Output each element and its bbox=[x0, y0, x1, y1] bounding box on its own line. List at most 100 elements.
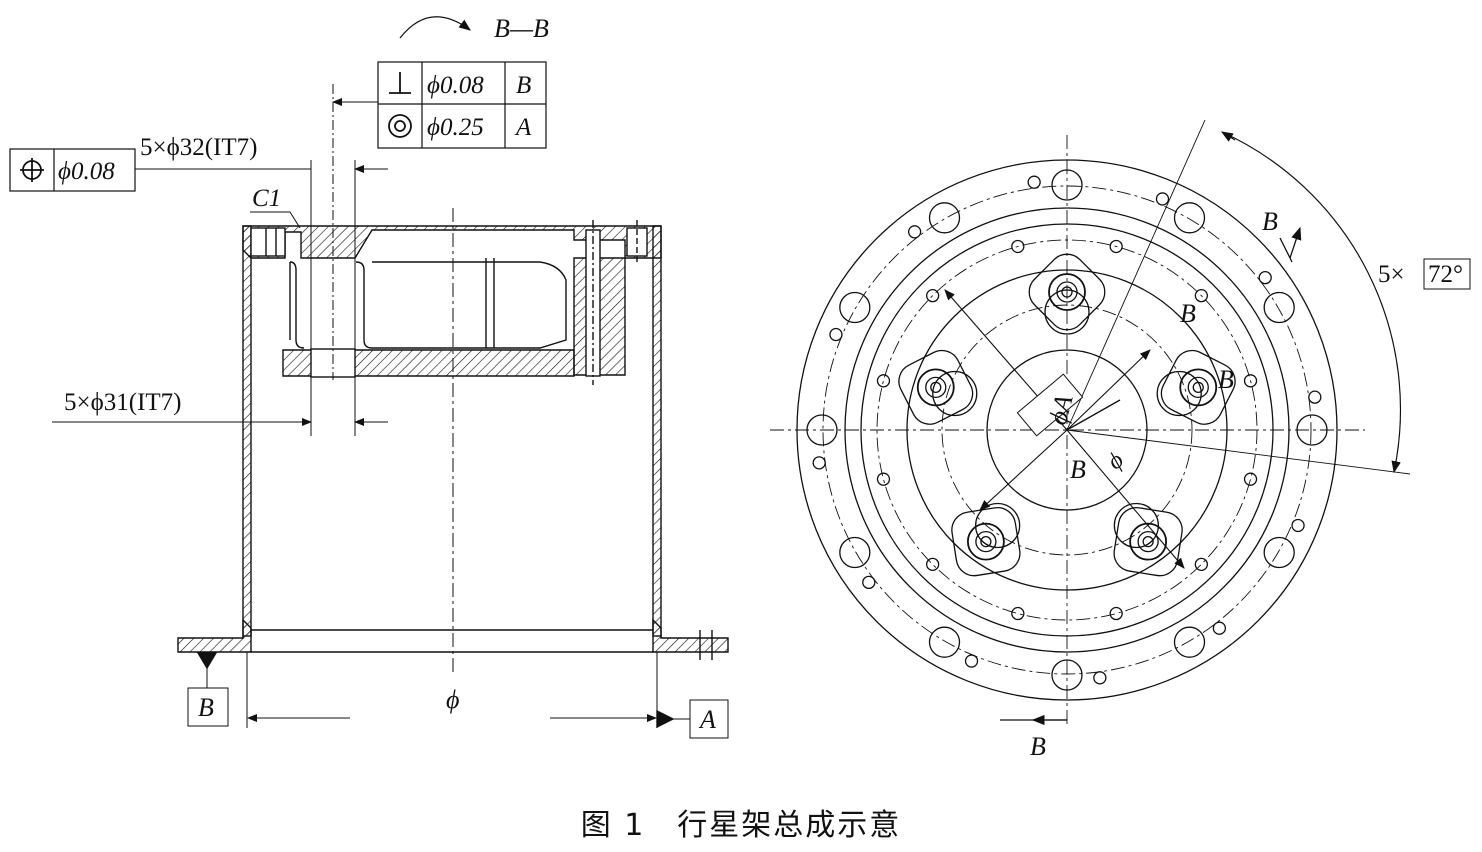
boss-pad bbox=[1113, 506, 1183, 577]
small-hole bbox=[925, 557, 940, 572]
concentricity-icon bbox=[388, 114, 412, 138]
datum-b-triangle bbox=[196, 652, 218, 670]
boss-center bbox=[980, 535, 992, 548]
boss-center bbox=[1142, 535, 1154, 548]
angle-count: 5× bbox=[1378, 261, 1405, 288]
lower-plate bbox=[282, 349, 575, 377]
outer-hole bbox=[1051, 169, 1083, 201]
perpendicularity-icon bbox=[389, 72, 411, 94]
chamfer-label: C1 bbox=[252, 185, 281, 212]
planet-bosses bbox=[898, 253, 1236, 577]
small-hole bbox=[1243, 472, 1258, 486]
hole-upper-label: 5×ϕ32(IT7) bbox=[140, 134, 258, 161]
section-mark-3: B bbox=[1218, 365, 1234, 394]
small-hole bbox=[876, 374, 891, 388]
medium-hole bbox=[1044, 289, 1090, 335]
medium-hole bbox=[1156, 370, 1202, 417]
fcf-upper-tol-2: ϕ0.25 bbox=[427, 114, 484, 141]
position-icon bbox=[20, 158, 44, 182]
section-mark-4: B bbox=[1070, 455, 1086, 484]
small-hole bbox=[1155, 192, 1170, 206]
small-hole bbox=[1291, 518, 1305, 533]
planet-boss bbox=[1113, 506, 1183, 577]
fcf-upper-tol-1: ϕ0.08 bbox=[427, 72, 484, 99]
outer-hole bbox=[806, 414, 838, 446]
datum-a-letter: A bbox=[698, 705, 716, 734]
section-mark-2: B bbox=[1180, 299, 1196, 328]
diameter-label: ϕ bbox=[446, 685, 459, 714]
section-mark-5: B bbox=[1030, 732, 1046, 761]
small-hole bbox=[925, 288, 940, 303]
small-hole bbox=[1243, 374, 1258, 388]
datum-b-box bbox=[187, 687, 229, 727]
boss-bore bbox=[1187, 376, 1209, 399]
medium-hole bbox=[1113, 502, 1160, 549]
small-hole bbox=[1194, 288, 1209, 303]
boss-pad bbox=[898, 349, 974, 425]
small-hole bbox=[876, 472, 891, 486]
small-hole bbox=[1109, 606, 1123, 621]
outer-hole bbox=[1173, 202, 1206, 234]
right-wall bbox=[652, 225, 662, 637]
datum-b-letter: B bbox=[198, 693, 214, 722]
top-plate bbox=[242, 225, 662, 259]
boss-nut bbox=[966, 522, 1005, 561]
end-view bbox=[770, 119, 1471, 726]
small-hole bbox=[829, 327, 843, 342]
small-holes bbox=[812, 175, 1322, 685]
view-label: B—B bbox=[494, 14, 549, 43]
boss-bore bbox=[1056, 281, 1078, 303]
datum-a-box bbox=[689, 699, 729, 739]
fcf-upper-datum-1: B bbox=[516, 72, 531, 99]
outer-hole bbox=[928, 626, 961, 658]
hole-lower-label: 5×ϕ31(IT7) bbox=[64, 389, 182, 416]
boss-nut bbox=[1129, 522, 1168, 561]
phi-label: ϕ bbox=[1103, 447, 1129, 475]
small-hole bbox=[1011, 606, 1025, 621]
outer-hole bbox=[1263, 291, 1295, 324]
figure-caption: 图 1 行星架总成示意 bbox=[580, 808, 902, 843]
medium-hole bbox=[932, 370, 978, 417]
boss-pad bbox=[1028, 253, 1106, 331]
small-hole bbox=[1194, 557, 1209, 572]
outer-hole bbox=[839, 291, 871, 324]
datum-a-triangle bbox=[656, 709, 675, 729]
outer-hole bbox=[928, 202, 961, 234]
bottom-flange bbox=[177, 618, 252, 653]
small-hole bbox=[964, 654, 979, 668]
medium-hole bbox=[974, 502, 1021, 549]
angle-value: 72° bbox=[1428, 261, 1463, 288]
boss-bore bbox=[925, 376, 947, 399]
boss-center bbox=[1061, 286, 1073, 298]
small-hole bbox=[1093, 671, 1107, 685]
small-hole bbox=[1011, 239, 1025, 254]
boss-bore bbox=[975, 530, 997, 553]
boss-nut bbox=[1048, 273, 1086, 311]
fcf-position bbox=[9, 148, 136, 192]
planet-boss bbox=[1028, 253, 1106, 331]
outer-bolt-holes bbox=[806, 169, 1328, 691]
small-hole bbox=[1027, 175, 1041, 189]
small-hole bbox=[1308, 390, 1322, 404]
small-hole bbox=[862, 575, 876, 590]
angle-value-box bbox=[1423, 258, 1471, 290]
left-wall bbox=[242, 225, 252, 637]
boss-nut bbox=[1179, 368, 1218, 407]
outer-hole bbox=[1263, 536, 1295, 569]
outer-hole bbox=[1173, 626, 1206, 658]
medium-holes bbox=[932, 289, 1202, 549]
boss-bore bbox=[1137, 530, 1159, 553]
fcf-upper bbox=[377, 61, 547, 149]
fcf-upper-datum-2: A bbox=[514, 114, 532, 141]
small-hole bbox=[1109, 239, 1123, 254]
small-hole bbox=[907, 225, 922, 239]
boss-nut bbox=[916, 368, 955, 407]
small-hole bbox=[812, 456, 826, 470]
planet-boss bbox=[1160, 349, 1236, 425]
outer-hole bbox=[1296, 414, 1328, 446]
outer-hole bbox=[1051, 659, 1083, 691]
small-hole bbox=[1212, 621, 1227, 635]
planet-boss bbox=[898, 349, 974, 425]
section-mark-1: B bbox=[1262, 207, 1278, 236]
